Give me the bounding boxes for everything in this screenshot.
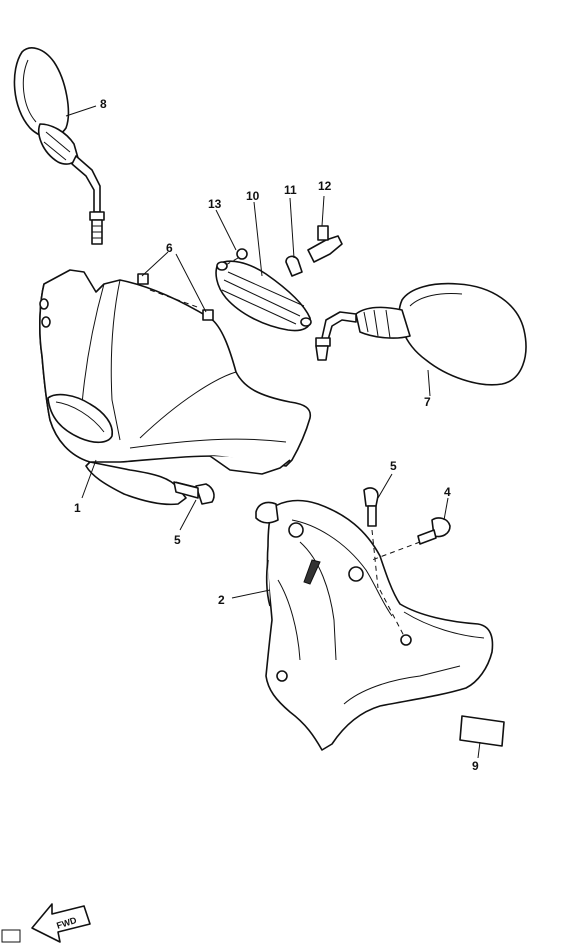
callout-labels: 1 2 4 5 5 6 7 8 9 10 11 12 13	[74, 97, 479, 773]
callout-5-right: 5	[390, 459, 397, 473]
decal-label	[459, 715, 505, 747]
callout-11: 11	[284, 183, 297, 197]
callout-4: 4	[444, 485, 451, 499]
callout-6: 6	[166, 241, 173, 255]
lens-screw	[223, 248, 248, 267]
callout-10: 10	[246, 189, 260, 203]
callout-5-left: 5	[174, 533, 181, 547]
callout-13: 13	[208, 197, 222, 211]
front-cover	[39, 269, 312, 506]
lower-cover	[255, 499, 494, 751]
clip-nuts	[137, 273, 214, 321]
right-mirror	[315, 282, 527, 386]
arrow-icon	[31, 903, 91, 943]
screws	[173, 481, 451, 637]
left-mirror	[13, 47, 105, 245]
callout-2: 2	[218, 593, 225, 607]
direction-badge: FWD	[1, 903, 91, 943]
callout-1: 1	[74, 501, 81, 515]
callout-8: 8	[100, 97, 107, 111]
callout-9: 9	[472, 759, 479, 773]
callout-12: 12	[318, 179, 332, 193]
lamp-lens	[215, 260, 312, 332]
bulb-and-socket	[285, 225, 343, 277]
callout-7: 7	[424, 395, 431, 409]
leader-lines	[65, 105, 481, 759]
